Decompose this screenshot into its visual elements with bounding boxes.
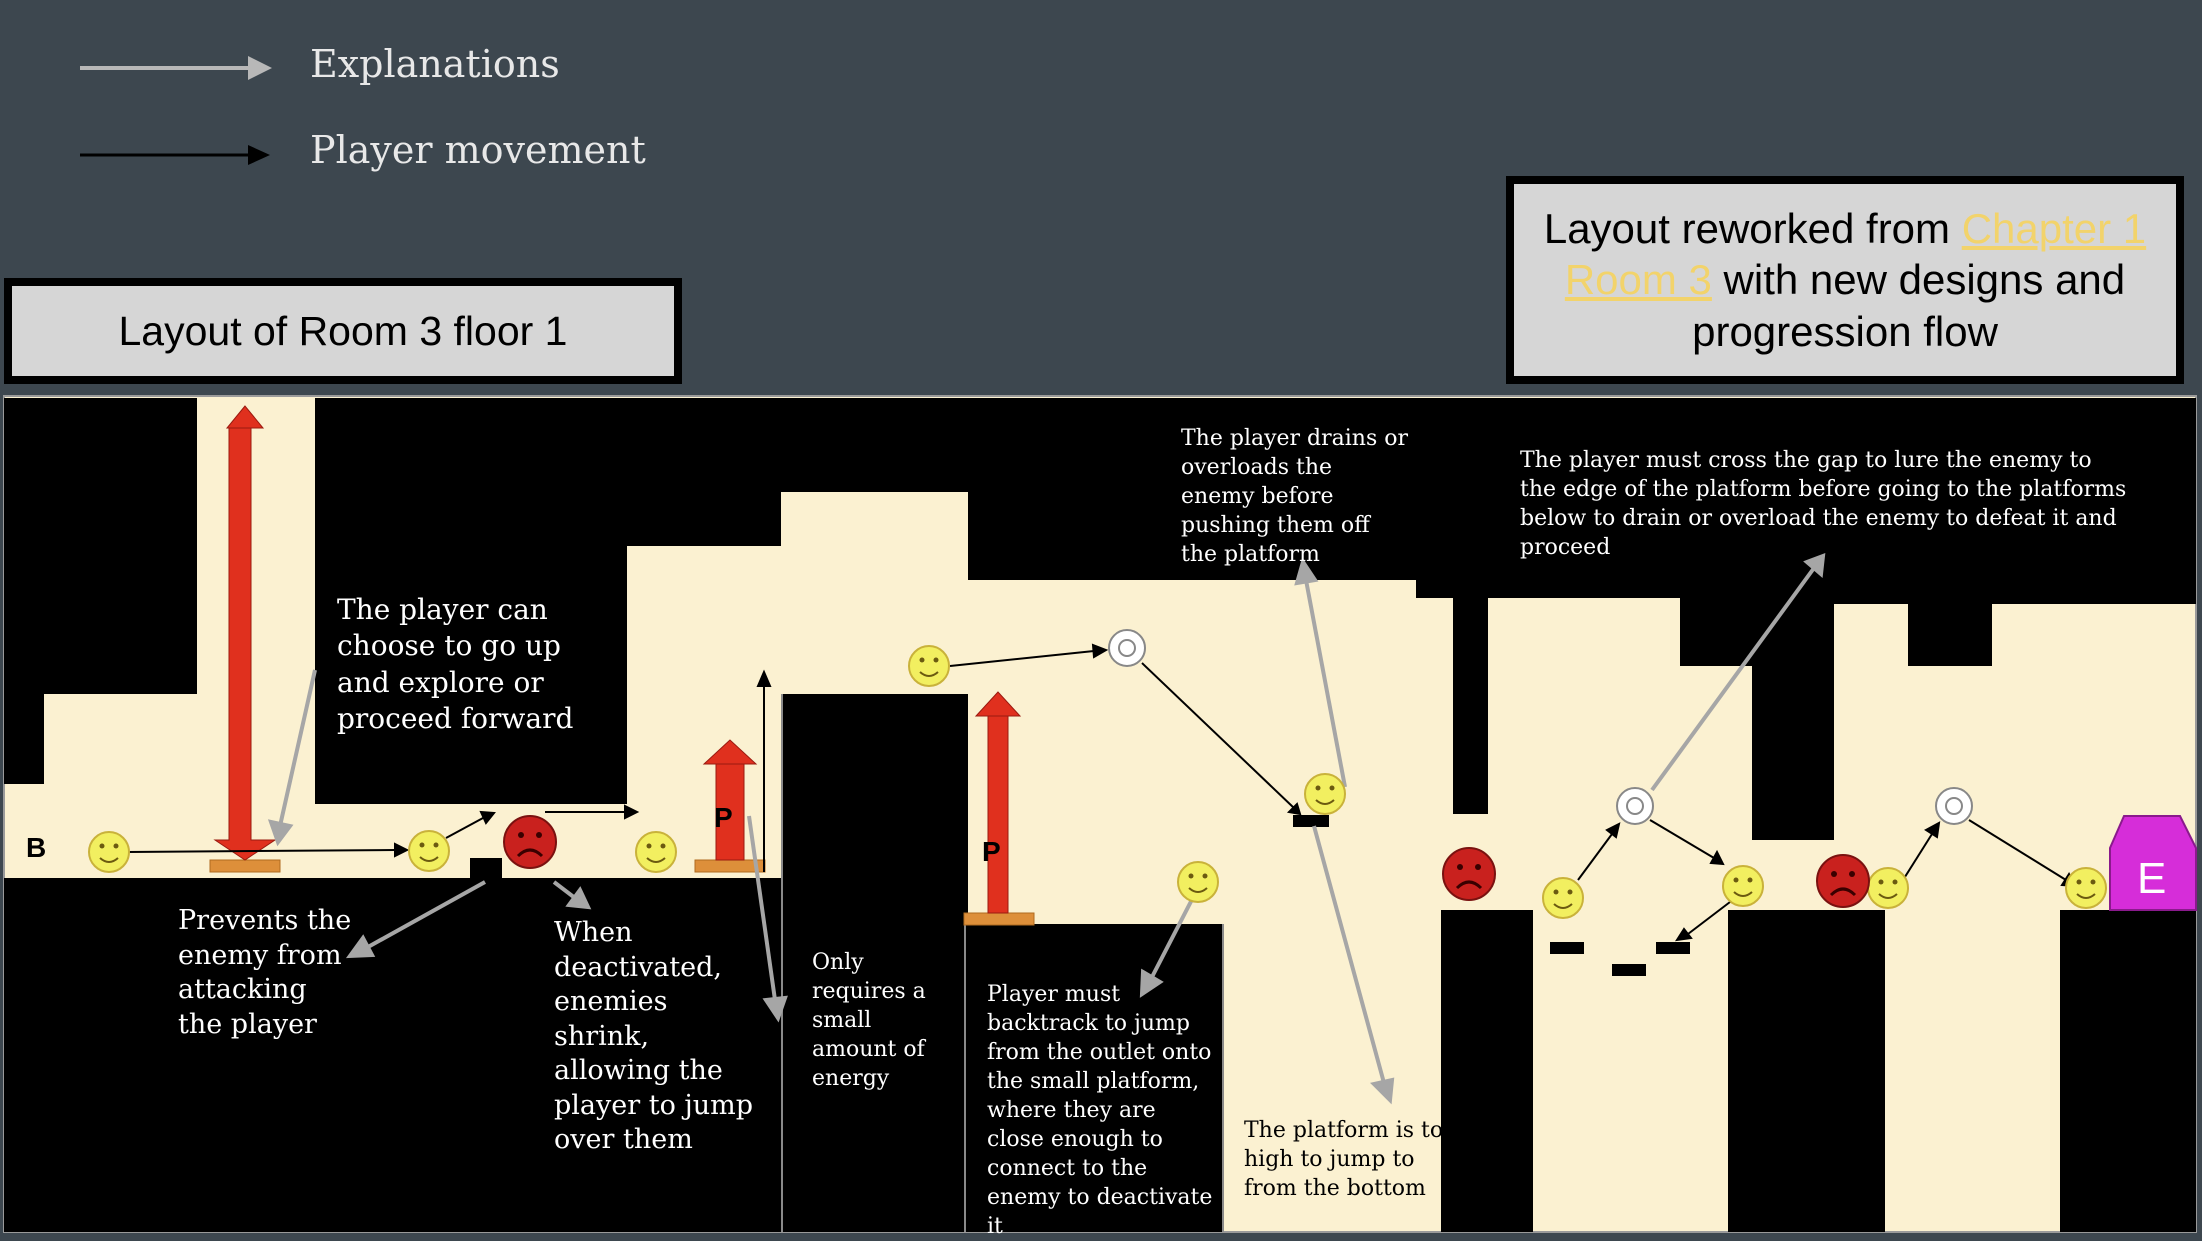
note-energy: Only requires a small amount of energy [812, 950, 926, 1092]
player-icon [1304, 773, 1346, 815]
note-high: The platform is to high to jump to from … [1244, 1118, 1444, 1202]
exit-label: E [2137, 854, 2167, 903]
note-drains: The player drains or overloads the enemy… [1181, 426, 1409, 568]
plug-label: P [982, 836, 1001, 867]
outlet [963, 912, 1035, 926]
note-backtrack: Player must backtrack to jump from the o… [987, 982, 1213, 1240]
enemy-icon [1816, 854, 1870, 908]
small-platform [1612, 964, 1646, 976]
player-icon [1542, 877, 1584, 919]
title-right-box: Layout reworked from Chapter 1 Room 3 wi… [1506, 176, 2184, 384]
legend-player-movement: Player movement [310, 128, 646, 172]
player-icon [408, 830, 450, 872]
energy-beam [702, 739, 758, 861]
player-icon [1177, 861, 1219, 903]
player-icon [1722, 865, 1764, 907]
connection-nodes [1108, 629, 1973, 825]
exit-door [2109, 815, 2197, 911]
player-markers [88, 645, 2107, 919]
outlet [209, 859, 281, 873]
note-gap: The player must cross the gap to lure th… [1520, 448, 2127, 561]
player-icon [635, 831, 677, 873]
title-left: Layout of Room 3 floor 1 [118, 307, 568, 354]
energy-beam [974, 691, 1022, 914]
player-icon [1867, 867, 1909, 909]
energy-beam [213, 405, 277, 861]
note-explore: The player can choose to go up and explo… [337, 593, 574, 736]
enemy-icon [503, 815, 557, 869]
legend-explanations: Explanations [310, 42, 560, 86]
chapter-link[interactable]: Chapter 1 Room 3 [1564, 205, 2147, 304]
legend-arrows [80, 56, 272, 165]
blocker-under-enemy [470, 858, 502, 880]
small-platform [1550, 942, 1584, 954]
note-prevents: Prevents the enemy from attacking the pl… [178, 905, 352, 1040]
small-platform [1656, 942, 1690, 954]
walls [4, 398, 2196, 1232]
player-icon [88, 831, 130, 873]
enemy-markers [503, 815, 1870, 908]
plug-label: P [714, 802, 733, 833]
title-left-box: Layout of Room 3 floor 1 [4, 278, 682, 384]
enemy-icon [1442, 847, 1496, 901]
title-right: Layout reworked from Chapter 1 Room 3 wi… [1543, 205, 2147, 355]
start-label: B [26, 832, 47, 863]
small-platform [1293, 815, 1329, 827]
explanation-arrows [267, 552, 1826, 1105]
player-icon [908, 645, 950, 687]
player-icon [2065, 867, 2107, 909]
note-deactivated: When deactivated, enemies shrink, allowi… [554, 917, 754, 1156]
